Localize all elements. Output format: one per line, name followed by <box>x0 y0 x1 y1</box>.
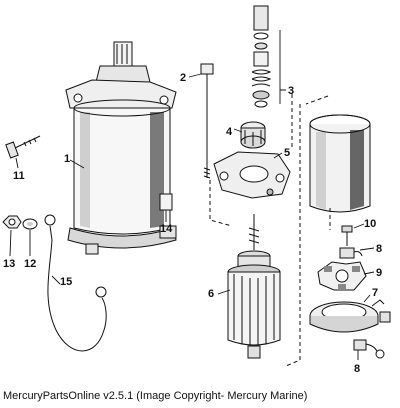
callout-11: 11 <box>13 170 25 182</box>
drive-end-bracket[interactable] <box>213 151 291 199</box>
callout-3: 3 <box>288 85 294 97</box>
drive-kit[interactable] <box>251 5 272 108</box>
callout-9: 9 <box>376 267 382 279</box>
hex-nut[interactable] <box>2 215 22 229</box>
screw-10[interactable] <box>341 225 353 246</box>
callout-12: 12 <box>24 258 36 270</box>
callout-4: 4 <box>226 126 233 138</box>
callout-10: 10 <box>364 218 376 230</box>
brush-holder[interactable] <box>317 261 367 291</box>
assembly-guide-lines <box>209 94 331 367</box>
callout-5: 5 <box>284 147 290 159</box>
brush-lower[interactable] <box>353 339 385 359</box>
callout-8-lower: 8 <box>354 363 360 375</box>
callout-15: 15 <box>60 276 72 288</box>
brush-upper[interactable] <box>339 247 363 259</box>
callout-2: 2 <box>180 72 186 84</box>
through-bolt[interactable] <box>200 63 214 179</box>
commutator-end-cap[interactable] <box>309 299 391 333</box>
armature[interactable] <box>227 214 281 359</box>
bolt-11[interactable] <box>5 135 41 159</box>
callout-8-upper: 8 <box>376 243 382 255</box>
lock-washer[interactable] <box>22 218 38 230</box>
callout-1: 1 <box>64 153 70 165</box>
battery-cable[interactable] <box>44 214 107 352</box>
callout-14: 14 <box>160 223 173 235</box>
pinion-gear[interactable] <box>240 121 266 149</box>
decal[interactable] <box>159 193 173 211</box>
frame-housing[interactable] <box>309 114 371 213</box>
callout-labels: 1 2 3 4 5 6 7 8 8 9 10 11 12 13 14 15 <box>3 72 382 375</box>
callout-6: 6 <box>208 288 214 300</box>
callout-7: 7 <box>372 287 378 299</box>
callout-13: 13 <box>3 258 15 270</box>
leader-lines <box>9 30 375 360</box>
image-caption: MercuryPartsOnline v2.5.1 (Image Copyrig… <box>3 390 308 402</box>
starter-motor[interactable] <box>65 41 177 255</box>
